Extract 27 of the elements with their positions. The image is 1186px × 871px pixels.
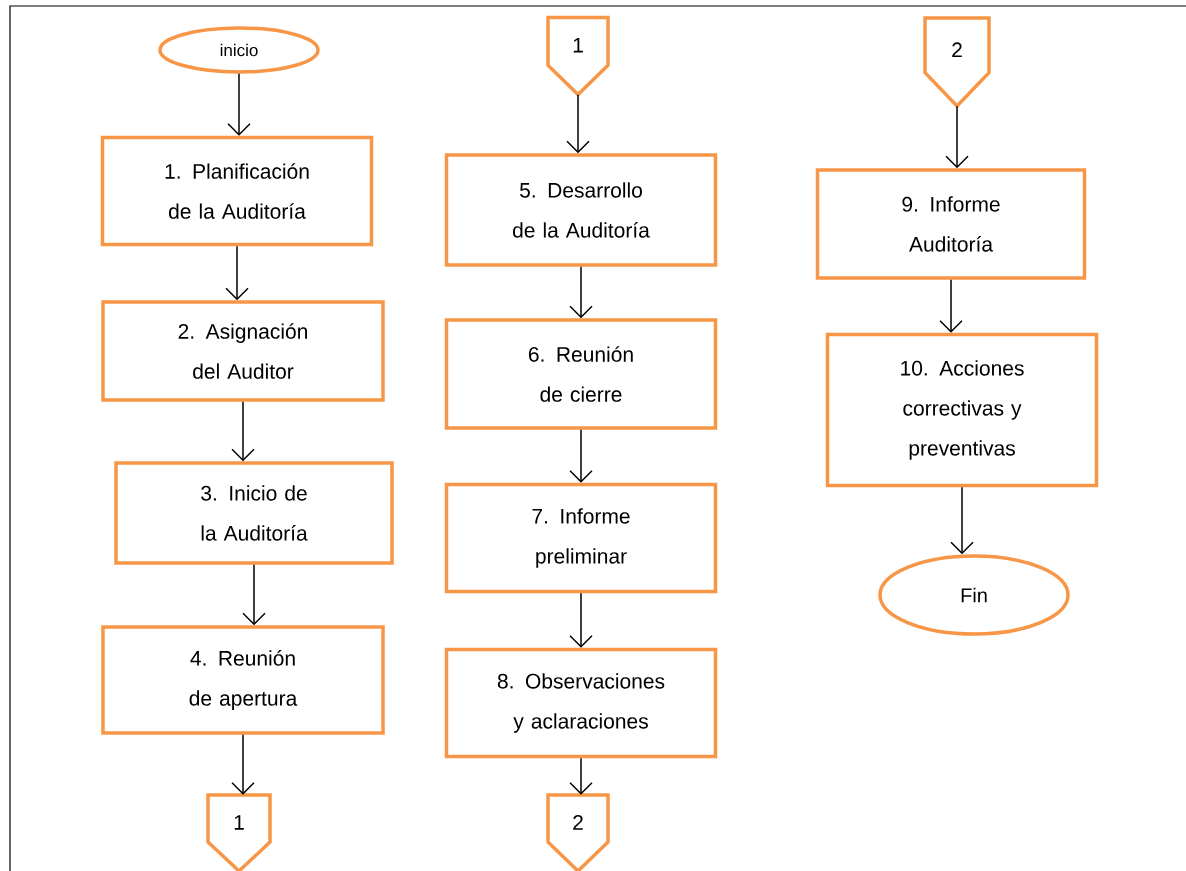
arrow [939, 279, 963, 333]
arrow [569, 429, 593, 483]
off-page-connector: 1 [546, 15, 610, 97]
arrow [225, 245, 249, 301]
process-box: 1. Planificación de la Auditoría [100, 135, 374, 247]
arrow [569, 757, 593, 795]
off-page-connector: 2 [546, 793, 610, 871]
process-box: 4. Reunión de apertura [101, 625, 385, 735]
process-box: 9. Informe Auditoría [815, 168, 1087, 280]
process-box: 8. Observaciones y aclaraciones [444, 647, 718, 759]
process-box: 3. Inicio de la Auditoría [114, 461, 394, 565]
process-box: 5. Desarrollo de la Auditoría [444, 153, 718, 267]
off-page-connector: 2 [923, 16, 991, 109]
arrow [231, 401, 255, 462]
arrow [231, 734, 255, 795]
process-box: 6. Reunión de cierre [444, 318, 718, 430]
arrow [950, 486, 974, 555]
arrow [242, 564, 266, 626]
arrow [569, 266, 593, 319]
arrow [566, 93, 590, 154]
process-box: 2. Asignación del Auditor [101, 300, 385, 402]
off-page-connector: 1 [206, 793, 272, 871]
arrow [945, 105, 969, 169]
process-box: 10. Acciones correctivas y preventivas [825, 332, 1099, 488]
process-box: 7. Informe preliminar [444, 482, 718, 594]
arrow [569, 592, 593, 648]
arrow [227, 73, 251, 136]
